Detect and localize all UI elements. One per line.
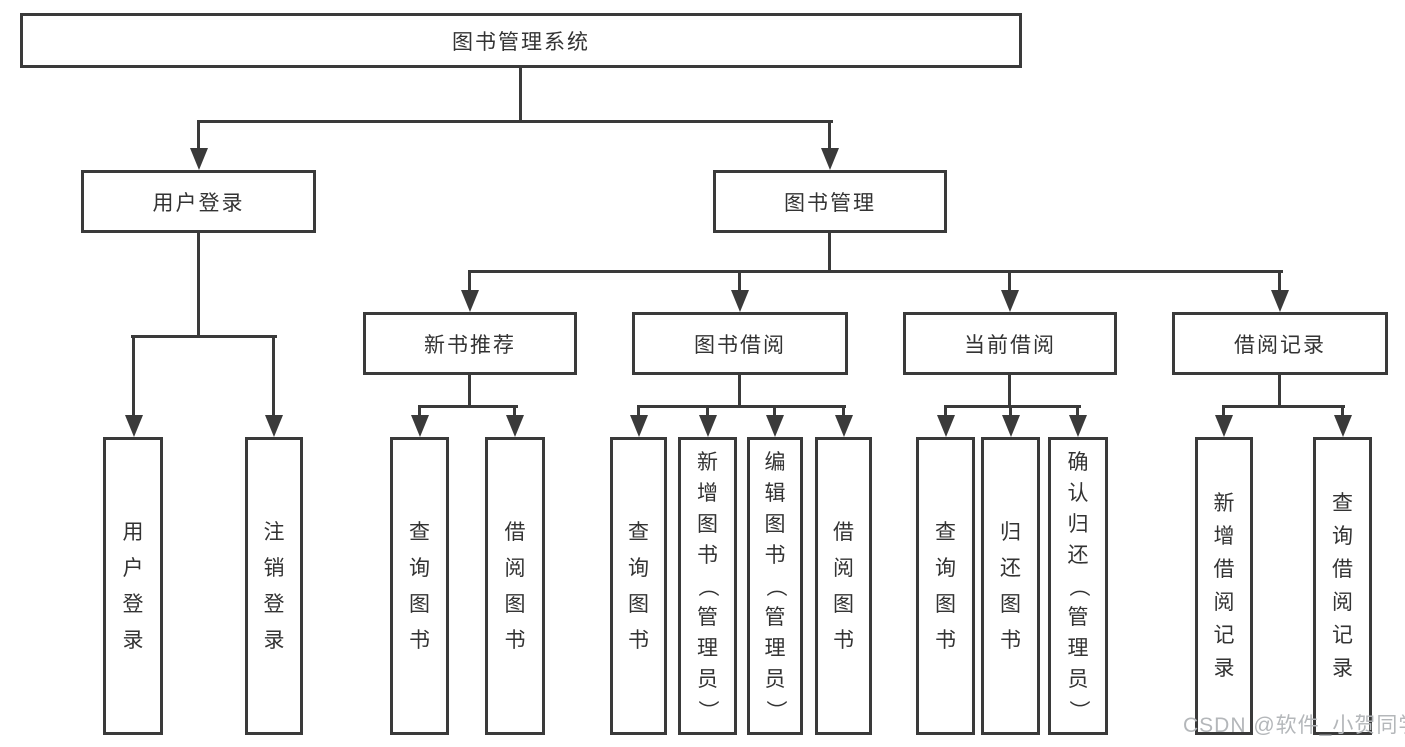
node-book-borrowing: 图书借阅 xyxy=(632,312,848,375)
leaf-query-borrow-record: 查询借阅记录 xyxy=(1313,437,1372,735)
watermark: CSDN @软件_小贺同学 xyxy=(1183,714,1405,737)
leaf-logout-login: 注销登录 xyxy=(245,437,303,735)
arrow-to-book-management xyxy=(820,120,839,170)
arrow-records-add-record xyxy=(1214,405,1233,437)
connector-book-management-hline xyxy=(468,270,1283,273)
node-book-management: 图书管理 xyxy=(713,170,947,233)
arrow-to-leaf-logout xyxy=(264,335,283,437)
connector-recommendation-stem xyxy=(468,375,471,405)
node-new-book-recommendation: 新书推荐 xyxy=(363,312,577,375)
connector-recommendation-hline xyxy=(418,405,518,408)
connector-current-hline xyxy=(944,405,1081,408)
leaf-user-login: 用户登录 xyxy=(103,437,163,735)
arrow-borrowing-add-books xyxy=(698,405,717,437)
leaf-borrowing-borrow-books: 借阅图书 xyxy=(815,437,872,735)
connector-user-login-hline xyxy=(131,335,277,338)
node-user-login: 用户登录 xyxy=(81,170,316,233)
arrow-borrowing-borrow-books xyxy=(834,405,853,437)
leaf-borrowing-query-books: 查询图书 xyxy=(610,437,667,735)
leaf-recommend-query-books: 查询图书 xyxy=(390,437,449,735)
leaf-add-borrow-record: 新增借阅记录 xyxy=(1195,437,1253,735)
arrow-to-new-book-recommendation xyxy=(460,270,479,312)
leaf-edit-books-admin: 编辑图书（管理员） xyxy=(747,437,803,735)
leaf-current-query-books: 查询图书 xyxy=(916,437,975,735)
node-root: 图书管理系统 xyxy=(20,13,1022,68)
arrow-to-current-borrowing xyxy=(1000,270,1019,312)
arrow-to-book-borrowing xyxy=(730,270,749,312)
arrow-borrowing-edit-books xyxy=(765,405,784,437)
leaf-recommend-borrow-books: 借阅图书 xyxy=(485,437,545,735)
arrow-current-confirm-return xyxy=(1068,405,1087,437)
connector-root-hline xyxy=(197,120,833,123)
leaf-confirm-return-admin: 确认归还（管理员） xyxy=(1048,437,1108,735)
leaf-add-books-admin: 新增图书（管理员） xyxy=(678,437,737,735)
node-borrowing-records: 借阅记录 xyxy=(1172,312,1388,375)
connector-records-hline xyxy=(1222,405,1345,408)
arrow-current-return-books xyxy=(1001,405,1020,437)
node-current-borrowing: 当前借阅 xyxy=(903,312,1117,375)
arrow-to-borrowing-records xyxy=(1270,270,1289,312)
arrow-to-leaf-user-login xyxy=(124,335,143,437)
connector-borrowing-hline xyxy=(637,405,846,408)
leaf-return-books: 归还图书 xyxy=(981,437,1040,735)
connector-root-stem xyxy=(519,68,522,120)
connector-records-stem xyxy=(1278,375,1281,405)
arrow-to-user-login xyxy=(189,120,208,170)
connector-current-stem xyxy=(1008,375,1011,405)
arrow-current-query-books xyxy=(936,405,955,437)
connector-user-login-stem xyxy=(197,233,200,335)
arrow-borrowing-query-books xyxy=(629,405,648,437)
arrow-recommend-query-books xyxy=(410,405,429,437)
connector-borrowing-stem xyxy=(738,375,741,405)
arrow-records-query-record xyxy=(1333,405,1352,437)
arrow-recommend-borrow-books xyxy=(505,405,524,437)
connector-book-management-stem xyxy=(828,233,831,270)
